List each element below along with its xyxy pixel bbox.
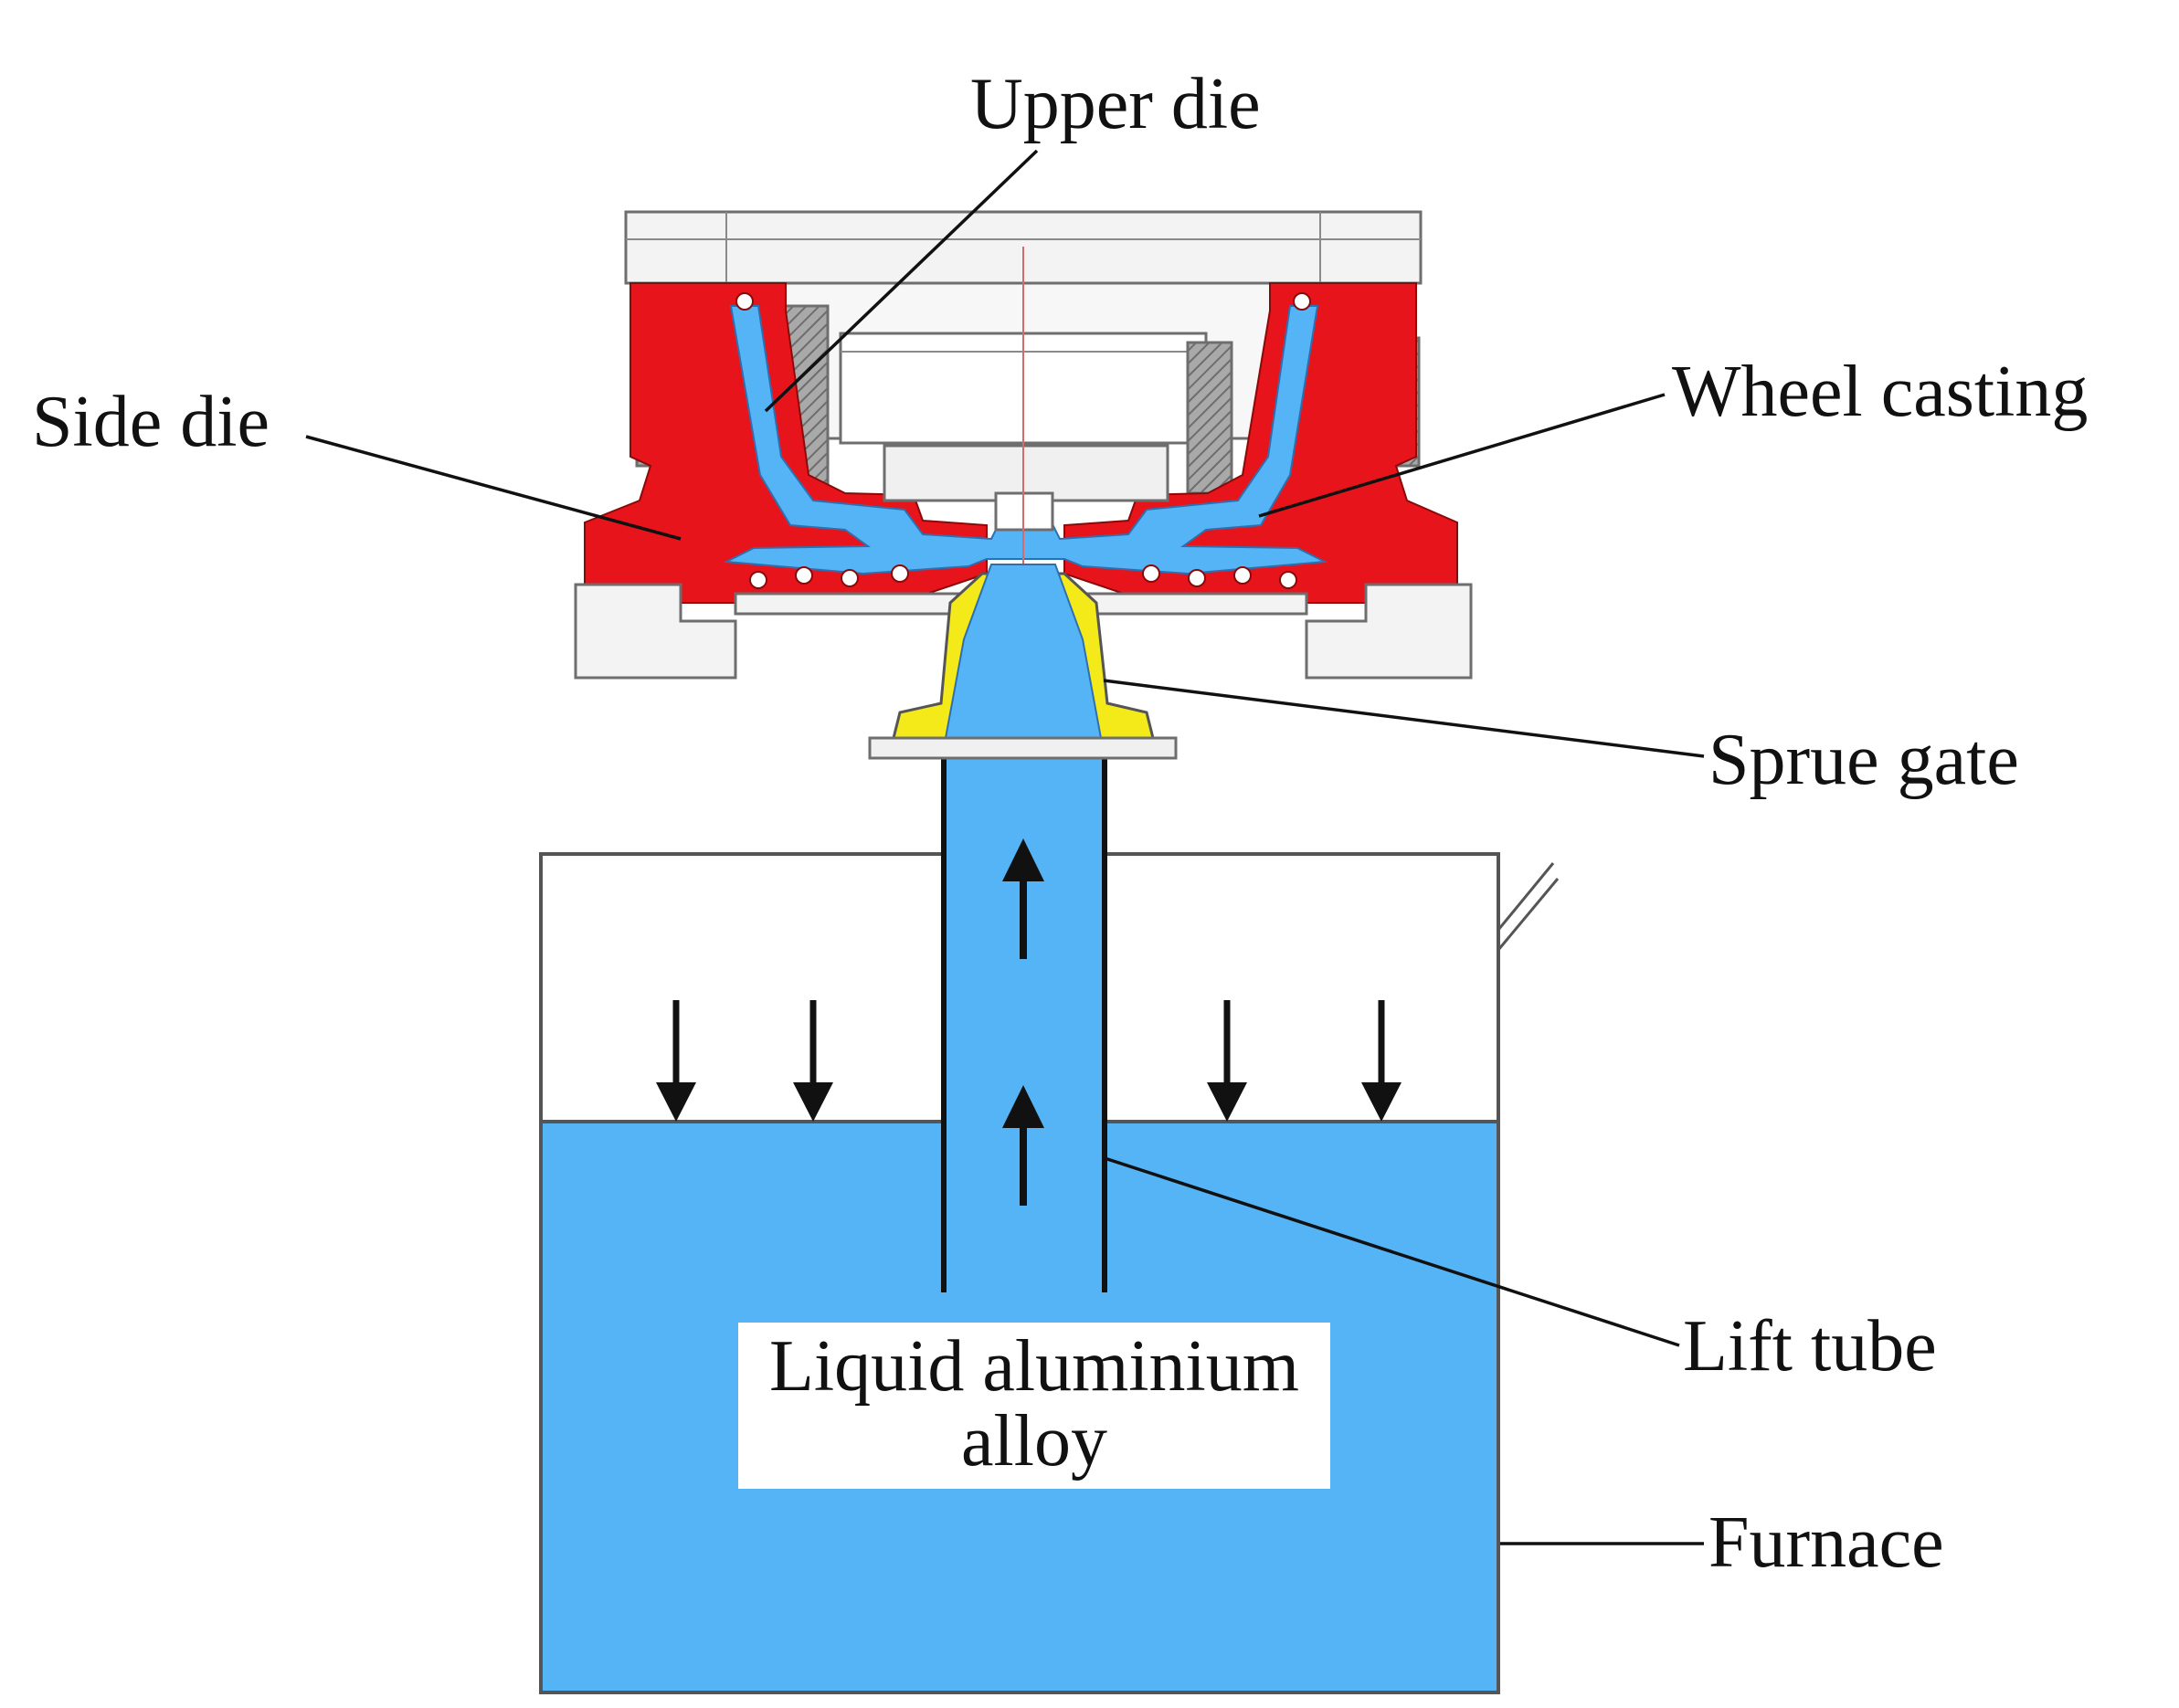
lift-tube — [941, 738, 1107, 1297]
label-sprue-gate: Sprue gate — [1708, 720, 2019, 800]
right-die-base — [1305, 583, 1473, 680]
liquid-alloy-label-box: Liquid aluminium alloy — [738, 1323, 1330, 1489]
sprue-gate — [868, 564, 1178, 760]
down-arrow-icon — [656, 1000, 696, 1122]
leader-side-die — [305, 435, 682, 541]
up-arrow-icon — [1002, 838, 1044, 959]
liquid-alloy-label-line1: Liquid aluminium — [769, 1326, 1299, 1407]
left-die-base — [574, 583, 737, 680]
leader-lift-tube — [1104, 1156, 1680, 1347]
die-assembly — [574, 210, 1473, 749]
break-mark-1 — [1497, 862, 1555, 931]
label-side-die: Side die — [32, 382, 270, 462]
up-arrow-icon — [1002, 1085, 1044, 1206]
leader-upper-die — [764, 149, 1039, 413]
leader-wheel-casting — [1258, 393, 1666, 518]
die-bolts — [735, 292, 1311, 589]
label-wheel-casting: Wheel casting — [1672, 352, 2088, 432]
pressure-arrows — [656, 1000, 1402, 1122]
down-arrow-icon — [1207, 1000, 1247, 1122]
label-upper-die: Upper die — [970, 64, 1261, 144]
label-lift-tube: Lift tube — [1683, 1306, 1937, 1386]
leader-lines — [305, 149, 1705, 1545]
lift-tube-metal — [946, 738, 1103, 1297]
break-mark-2 — [1497, 878, 1560, 951]
label-furnace: Furnace — [1708, 1502, 1944, 1583]
down-arrow-icon — [1361, 1000, 1402, 1122]
liquid-alloy-label-line2: alloy — [961, 1401, 1107, 1481]
sprue-base-plate — [868, 736, 1178, 760]
leader-sprue-gate — [1103, 679, 1705, 758]
down-arrow-icon — [793, 1000, 833, 1122]
